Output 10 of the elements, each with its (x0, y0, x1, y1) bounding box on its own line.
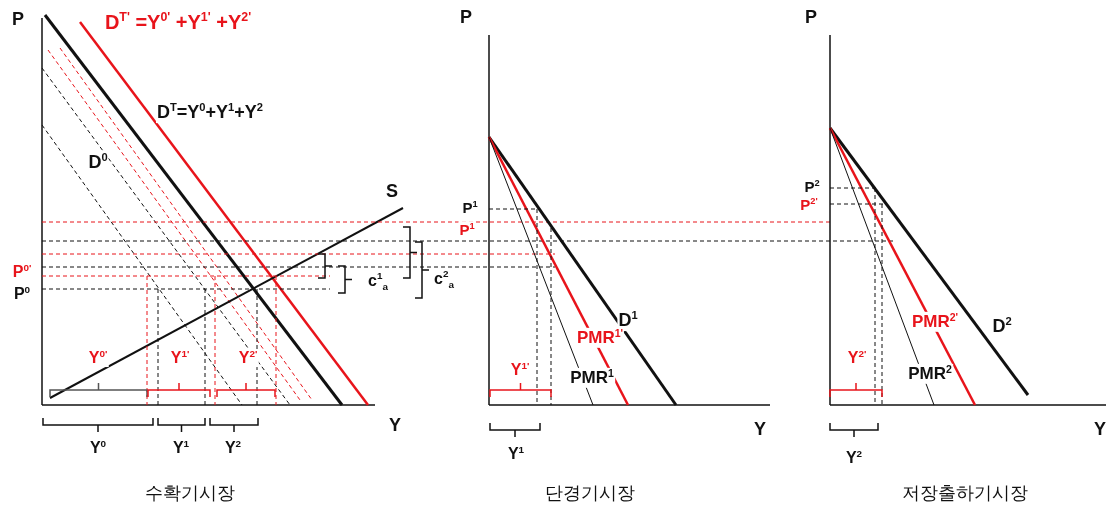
quantity-label: Y$^{0'}$ (87, 349, 109, 367)
quantity-label: Y$^{2'}$ (237, 349, 259, 367)
panel-caption: 저장출하기시장 (901, 484, 1029, 504)
panel-caption: 수확기시장 (144, 484, 236, 504)
curve-label: PMR$^{2}$ (907, 363, 953, 385)
curve-label: PMR$^{1'}$ (575, 327, 625, 349)
panel-caption: 단경기시장 (544, 484, 636, 504)
curve-label: D$^{T}$=Y$^{0}$+Y$^{1}$+Y$^{2}$ (155, 101, 265, 123)
curve-label: PMR$^{2'}$ (910, 311, 960, 333)
curve-label: PMR$^{1}$ (569, 367, 615, 389)
